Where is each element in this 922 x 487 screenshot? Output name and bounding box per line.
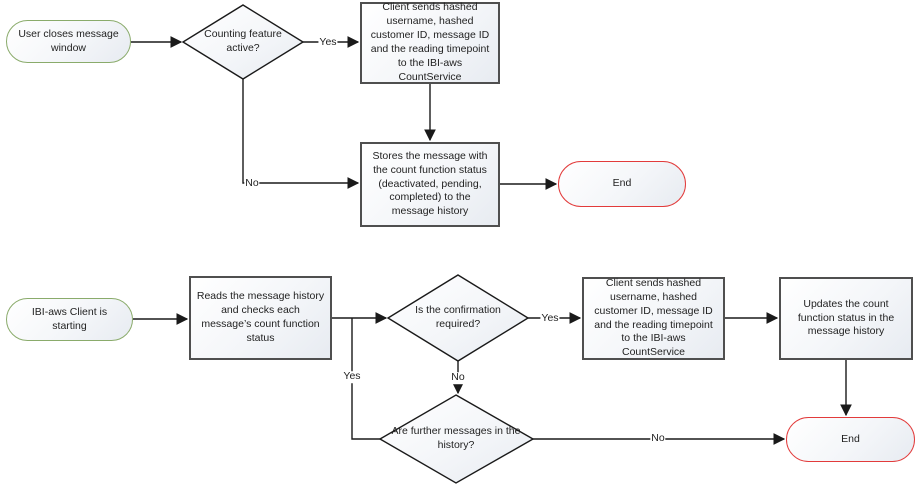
edge-label-further-no: No bbox=[650, 432, 666, 445]
process-stores-message: Stores the message with the count functi… bbox=[360, 142, 500, 227]
process-client-sends-bottom: Client sends hashed username, hashed cus… bbox=[582, 277, 725, 360]
edge-label-counting-yes: Yes bbox=[318, 36, 338, 49]
edge-label-further-yes: Yes bbox=[342, 370, 362, 383]
decision-counting-shape bbox=[181, 4, 305, 80]
process-updates-status: Updates the count function status in the… bbox=[779, 277, 913, 360]
end-node-top: End bbox=[558, 161, 686, 207]
end-node-bottom: End bbox=[786, 417, 915, 462]
process-client-sends-top: Client sends hashed username, hashed cus… bbox=[360, 1, 500, 84]
edge-counting-no bbox=[242, 79, 360, 189]
start-node-client-starting: IBI-aws Client is starting bbox=[6, 298, 133, 341]
edge-label-confirmation-yes: Yes bbox=[540, 312, 560, 325]
process-reads-history: Reads the message history and checks eac… bbox=[189, 276, 332, 360]
edge-label-counting-no: No bbox=[244, 177, 260, 190]
edge-further-yes-loop bbox=[351, 318, 380, 440]
start-node-user-closes: User closes message window bbox=[6, 20, 131, 63]
decision-further-shape bbox=[378, 394, 535, 484]
edge-label-confirmation-no: No bbox=[450, 371, 466, 384]
decision-confirmation-shape bbox=[386, 274, 530, 362]
